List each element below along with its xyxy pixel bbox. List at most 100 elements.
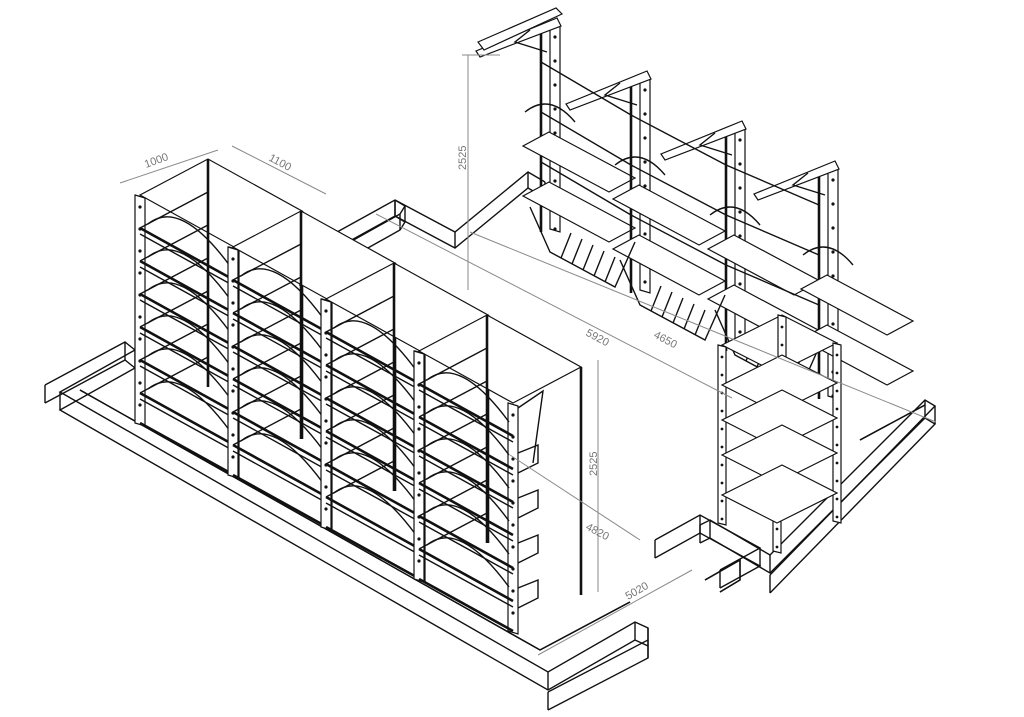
post-hole xyxy=(738,234,742,238)
cradle-arc xyxy=(147,282,231,333)
cradle-arc xyxy=(426,405,510,456)
post-hole xyxy=(324,375,328,379)
post-hole xyxy=(511,589,515,593)
rack-shelf-edge xyxy=(418,488,514,542)
post-hole xyxy=(775,545,779,549)
front-rack-3 xyxy=(320,262,490,583)
rack-base-beam xyxy=(418,577,514,633)
cradle-arc xyxy=(333,485,417,536)
cantilever-shelf xyxy=(611,184,727,246)
cradle-arc xyxy=(426,537,510,588)
post-hole xyxy=(511,611,515,615)
rear-connecting-beam xyxy=(540,61,632,116)
post-hole xyxy=(720,517,724,521)
post-hole xyxy=(553,227,557,231)
rear-connecting-beam xyxy=(540,161,632,216)
bottom-cradle-2 xyxy=(619,259,726,341)
cradle-arc xyxy=(147,348,231,399)
post-hole xyxy=(643,136,647,140)
shelf-support-arc xyxy=(709,206,761,226)
side-brace xyxy=(517,389,544,464)
cradle-arc xyxy=(333,452,417,503)
rack-shelf-beam xyxy=(139,259,235,315)
post-hole xyxy=(231,323,235,327)
rack-shelf-beam xyxy=(325,396,421,452)
cantilever-shelf xyxy=(521,181,637,243)
dim-width-outer: 5020 xyxy=(624,580,651,603)
cradle-arc xyxy=(147,381,231,432)
rear-connecting-beam xyxy=(725,164,820,206)
side-rack-post xyxy=(832,342,842,524)
post-hole xyxy=(231,367,235,371)
rack-shelf-edge xyxy=(232,384,328,438)
dimension-lines xyxy=(119,54,937,656)
rack-shelf-beam xyxy=(325,363,421,419)
post-hole xyxy=(553,59,557,63)
rack-shelf-beam xyxy=(325,330,421,386)
post-hole xyxy=(417,405,421,409)
post-hole xyxy=(831,202,835,206)
rack-shelf-edge xyxy=(139,332,235,386)
cradle-rung xyxy=(582,244,594,271)
cradle-rung xyxy=(604,256,616,283)
cantilever-shelf xyxy=(611,234,727,296)
arm-brace xyxy=(698,132,733,156)
rear-connecting-beam xyxy=(630,214,727,266)
cradle-rung xyxy=(661,291,673,318)
post-hole xyxy=(643,88,647,92)
post-hole xyxy=(417,537,421,541)
post-hole xyxy=(643,280,647,284)
rack-base-beam xyxy=(325,525,421,581)
post-hole xyxy=(643,184,647,188)
rack-shelf-edge xyxy=(418,554,514,608)
post-hole xyxy=(720,445,724,449)
rear-connecting-beam xyxy=(630,164,727,216)
rack-shelf-edge xyxy=(232,318,328,372)
post-hole xyxy=(417,427,421,431)
rack-shelf-edge xyxy=(139,233,235,287)
post-hole xyxy=(835,425,839,429)
side-bracket xyxy=(517,488,539,519)
post-hole xyxy=(835,389,839,393)
post-hole xyxy=(231,301,235,305)
foundation-edge xyxy=(654,532,762,589)
rack-shelf-beam xyxy=(418,514,514,570)
post-hole xyxy=(720,481,724,485)
post-hole xyxy=(553,83,557,87)
cradle-arc xyxy=(426,471,510,522)
shelf-support-arc xyxy=(802,246,854,266)
post-hole xyxy=(324,419,328,423)
post-hole xyxy=(738,138,742,142)
shelf-support-arc xyxy=(524,103,576,123)
cradle-arc xyxy=(147,315,231,366)
cantilever-shelf xyxy=(521,131,637,193)
rear-connecting-beam xyxy=(630,114,727,166)
post-hole xyxy=(138,205,142,209)
rack-shelf-edge xyxy=(139,299,235,353)
post-hole xyxy=(324,353,328,357)
foundation-edge xyxy=(704,558,741,593)
post-hole xyxy=(324,309,328,313)
post-hole xyxy=(780,343,784,347)
cantilever-arm xyxy=(565,70,652,111)
post-hole xyxy=(738,210,742,214)
cradle-arc xyxy=(426,372,510,423)
cradle-arc xyxy=(240,433,324,484)
rear-cantilever-column-2 xyxy=(565,70,727,296)
rack-shelf-edge xyxy=(418,521,514,575)
dim-rear-height: 2525 xyxy=(457,146,469,170)
rack-shelf-beam xyxy=(418,481,514,537)
cradle-arc xyxy=(240,301,324,352)
rack-shelf-edge xyxy=(325,403,421,457)
rack-shelf-beam xyxy=(325,429,421,485)
post-hole xyxy=(720,373,724,377)
cantilever-arm xyxy=(660,120,747,161)
rack-shelf-beam xyxy=(139,391,235,447)
rack-shelf-edge xyxy=(232,351,328,405)
arm-brace xyxy=(603,82,638,106)
post-hole xyxy=(720,355,724,359)
post-hole xyxy=(831,250,835,254)
post-hole xyxy=(835,461,839,465)
post-hole xyxy=(138,337,142,341)
cradle-rung xyxy=(593,250,605,277)
